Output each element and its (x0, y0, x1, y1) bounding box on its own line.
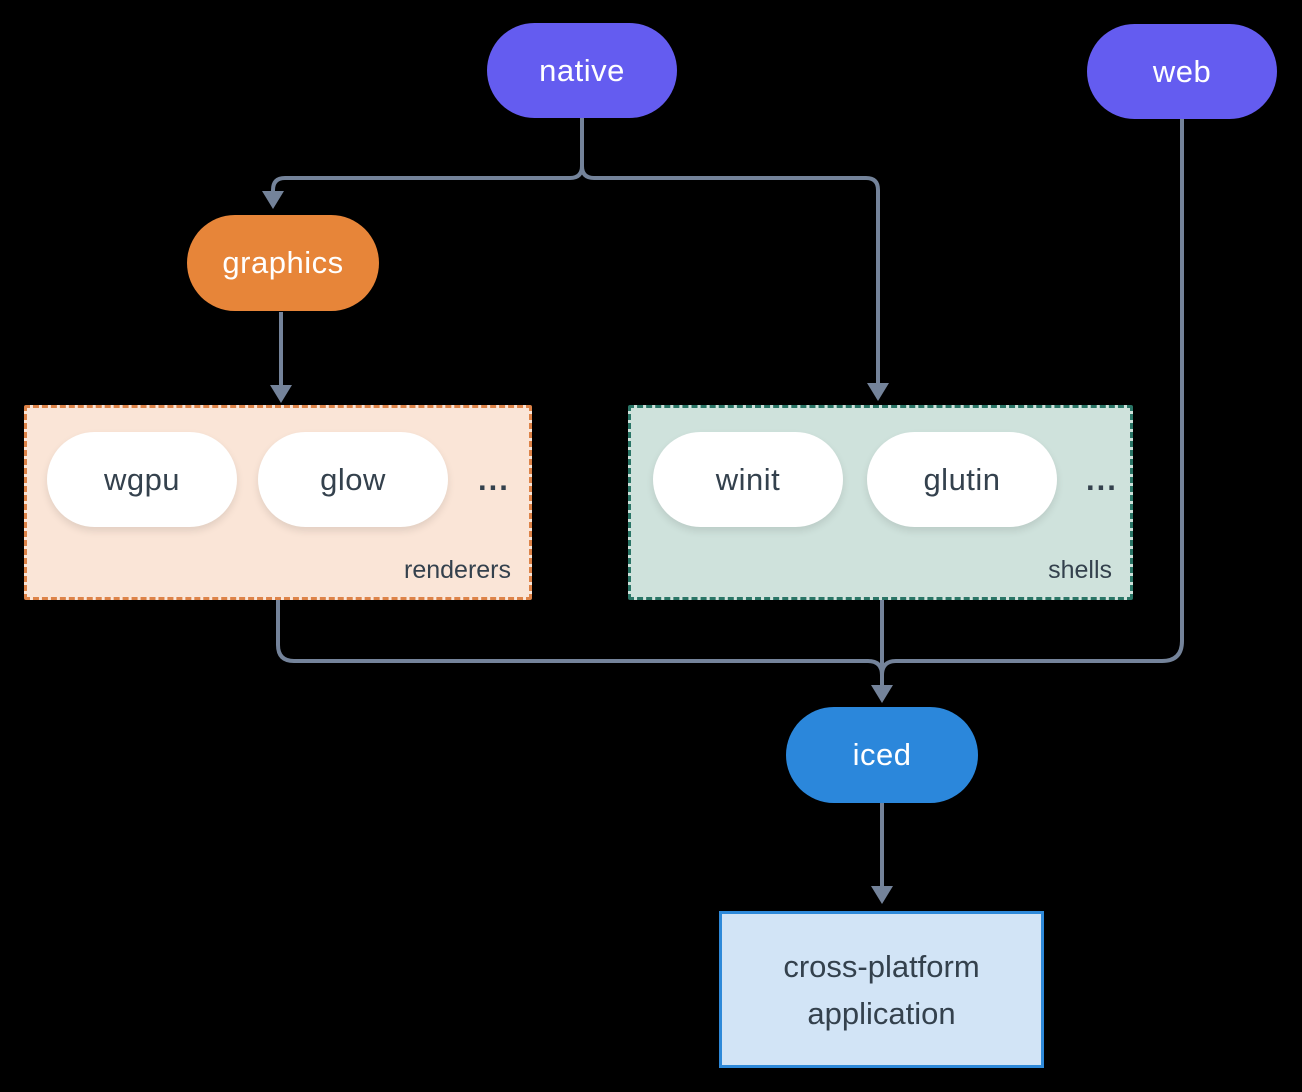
node-winit: winit (653, 432, 843, 527)
renderers-ellipsis: ... (478, 461, 510, 497)
edge-renderers-to-iced (276, 600, 884, 676)
group-renderers: wgpu glow ... renderers (24, 405, 532, 600)
shells-ellipsis: ... (1086, 461, 1118, 497)
node-web-label: web (1152, 53, 1212, 89)
group-shells: winit glutin ... shells (628, 405, 1133, 600)
node-native: native (487, 23, 677, 118)
node-winit-label: winit (715, 461, 781, 497)
node-graphics-label: graphics (222, 245, 344, 280)
node-glutin: glutin (867, 432, 1057, 527)
arrowhead-into-shells (867, 383, 889, 401)
shells-group-label: shells (1048, 556, 1112, 584)
node-iced: iced (786, 707, 978, 803)
node-application-label-line2: application (807, 995, 956, 1031)
node-iced-label: iced (852, 737, 912, 772)
node-application: cross-platform application (719, 911, 1044, 1068)
node-application-label-line1: cross-platform (783, 948, 980, 984)
edge-native-to-graphics (271, 118, 584, 192)
renderers-group-label: renderers (404, 556, 511, 584)
edge-native-to-shells (580, 118, 880, 384)
node-wgpu: wgpu (47, 432, 237, 527)
arrowhead-into-graphics (262, 191, 284, 209)
arrowhead-into-application (871, 886, 893, 904)
node-glow: glow (258, 432, 448, 527)
node-graphics: graphics (187, 215, 379, 311)
arrowhead-into-iced (871, 685, 893, 703)
node-native-label: native (539, 52, 625, 88)
node-wgpu-label: wgpu (103, 461, 181, 497)
node-glow-label: glow (320, 461, 386, 497)
node-glutin-label: glutin (923, 461, 1001, 497)
arrowhead-into-renderers (270, 385, 292, 403)
node-web: web (1087, 24, 1277, 119)
